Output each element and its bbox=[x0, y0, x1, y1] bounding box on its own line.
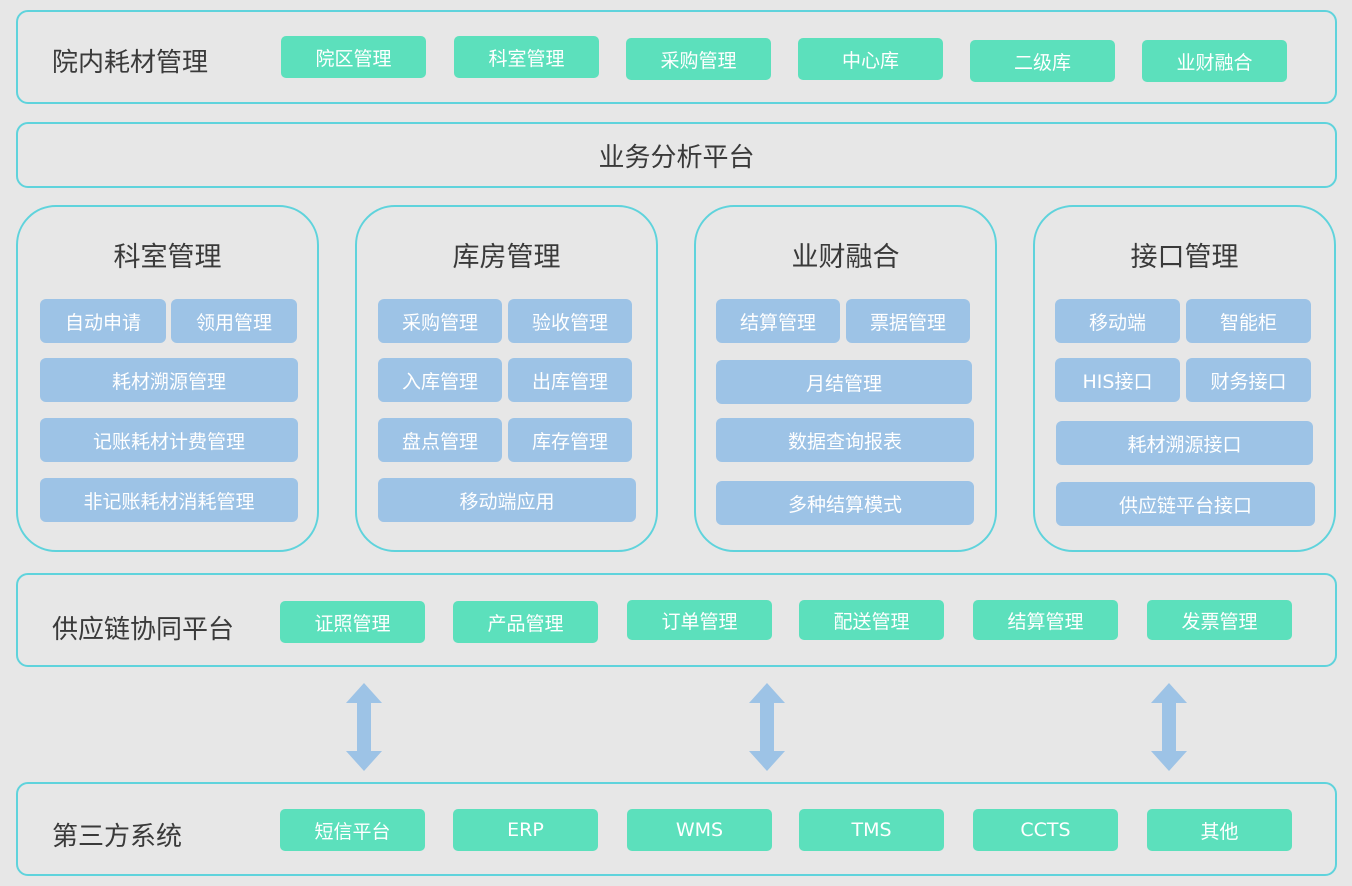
module-department: 科室管理 自动申请 领用管理 耗材溯源管理 记账耗材计费管理 非记账耗材消耗管理 bbox=[16, 205, 319, 552]
if-traceability[interactable]: 耗材溯源接口 bbox=[1056, 421, 1313, 465]
module-warehouse: 库房管理 采购管理 验收管理 入库管理 出库管理 盘点管理 库存管理 移动端应用 bbox=[355, 205, 658, 552]
top-item-purchase[interactable]: 采购管理 bbox=[626, 38, 771, 80]
fin-invoice[interactable]: 票据管理 bbox=[846, 299, 970, 343]
fin-reports[interactable]: 数据查询报表 bbox=[716, 418, 974, 462]
if-mobile[interactable]: 移动端 bbox=[1055, 299, 1180, 343]
if-smart-cabinet[interactable]: 智能柜 bbox=[1186, 299, 1311, 343]
dept-traceability[interactable]: 耗材溯源管理 bbox=[40, 358, 298, 402]
top-item-department[interactable]: 科室管理 bbox=[454, 36, 599, 78]
if-finance[interactable]: 财务接口 bbox=[1186, 358, 1311, 402]
wh-inbound[interactable]: 入库管理 bbox=[378, 358, 502, 402]
top-item-finance-fusion[interactable]: 业财融合 bbox=[1142, 40, 1287, 82]
top-item-central-store[interactable]: 中心库 bbox=[798, 38, 943, 80]
third-item-sms[interactable]: 短信平台 bbox=[280, 809, 425, 851]
supply-item-settlement[interactable]: 结算管理 bbox=[973, 600, 1118, 640]
if-his[interactable]: HIS接口 bbox=[1055, 358, 1180, 402]
module-finance: 业财融合 结算管理 票据管理 月结管理 数据查询报表 多种结算模式 bbox=[694, 205, 997, 552]
dept-billing[interactable]: 记账耗材计费管理 bbox=[40, 418, 298, 462]
wh-purchase[interactable]: 采购管理 bbox=[378, 299, 502, 343]
top-item-secondary-store[interactable]: 二级库 bbox=[970, 40, 1115, 82]
if-supply-chain[interactable]: 供应链平台接口 bbox=[1056, 482, 1315, 526]
supply-item-order[interactable]: 订单管理 bbox=[627, 600, 772, 640]
wh-stocktake[interactable]: 盘点管理 bbox=[378, 418, 502, 462]
module-title: 接口管理 bbox=[1130, 242, 1239, 273]
double-arrow-icon bbox=[346, 683, 382, 771]
supply-chain-band: 供应链协同平台 证照管理 产品管理 订单管理 配送管理 结算管理 发票管理 bbox=[16, 573, 1337, 667]
double-arrow-icon bbox=[749, 683, 785, 771]
dept-requisition[interactable]: 领用管理 bbox=[171, 299, 297, 343]
band-title: 院内耗材管理 bbox=[52, 48, 209, 78]
analysis-platform-band: 业务分析平台 bbox=[16, 122, 1337, 188]
module-title: 业财融合 bbox=[791, 242, 900, 273]
third-item-wms[interactable]: WMS bbox=[627, 809, 772, 851]
band-title: 供应链协同平台 bbox=[52, 615, 235, 645]
supply-item-invoice[interactable]: 发票管理 bbox=[1147, 600, 1292, 640]
supply-item-delivery[interactable]: 配送管理 bbox=[799, 600, 944, 640]
module-title: 库房管理 bbox=[452, 242, 561, 273]
fin-settle-modes[interactable]: 多种结算模式 bbox=[716, 481, 974, 525]
band-title: 第三方系统 bbox=[52, 822, 183, 852]
module-title: 科室管理 bbox=[113, 242, 222, 273]
fin-monthly[interactable]: 月结管理 bbox=[716, 360, 972, 404]
fin-settlement[interactable]: 结算管理 bbox=[716, 299, 840, 343]
analysis-platform-title: 业务分析平台 bbox=[598, 142, 755, 173]
module-interface: 接口管理 移动端 智能柜 HIS接口 财务接口 耗材溯源接口 供应链平台接口 bbox=[1033, 205, 1336, 552]
third-item-tms[interactable]: TMS bbox=[799, 809, 944, 851]
wh-outbound[interactable]: 出库管理 bbox=[508, 358, 632, 402]
wh-mobile-app[interactable]: 移动端应用 bbox=[378, 478, 636, 522]
double-arrow-icon bbox=[1151, 683, 1187, 771]
dept-non-billing[interactable]: 非记账耗材消耗管理 bbox=[40, 478, 298, 522]
dept-auto-apply[interactable]: 自动申请 bbox=[40, 299, 166, 343]
top-item-campus[interactable]: 院区管理 bbox=[281, 36, 426, 78]
third-item-ccts[interactable]: CCTS bbox=[973, 809, 1118, 851]
third-item-erp[interactable]: ERP bbox=[453, 809, 598, 851]
wh-acceptance[interactable]: 验收管理 bbox=[508, 299, 632, 343]
hospital-consumables-band: 院内耗材管理 院区管理 科室管理 采购管理 中心库 二级库 业财融合 bbox=[16, 10, 1337, 104]
supply-item-product[interactable]: 产品管理 bbox=[453, 601, 598, 643]
supply-item-license[interactable]: 证照管理 bbox=[280, 601, 425, 643]
third-item-other[interactable]: 其他 bbox=[1147, 809, 1292, 851]
third-party-band: 第三方系统 短信平台 ERP WMS TMS CCTS 其他 bbox=[16, 782, 1337, 876]
wh-inventory[interactable]: 库存管理 bbox=[508, 418, 632, 462]
